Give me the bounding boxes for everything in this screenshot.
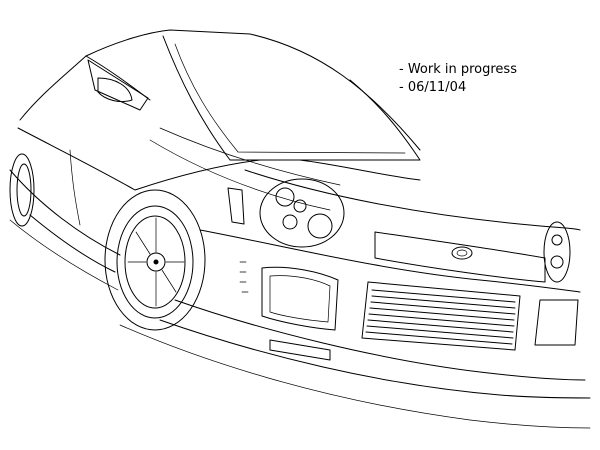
left-headlight-lens-4 [282,214,298,230]
front-wheel-spokes [127,217,185,307]
front-wheel-tire [116,205,194,319]
windshield-inner [174,43,406,154]
front-wheel-hub [146,252,166,272]
left-bumper-vents [239,261,249,293]
door-line [69,149,81,226]
body-side-top [19,55,87,121]
right-headlight-lens-1 [551,234,563,246]
side-window [87,59,149,111]
hood-left-edge [134,159,261,191]
rear-wheel-tire [9,153,35,227]
front-wheel-arch [104,189,206,331]
rear-wheel-rim [16,163,32,217]
mirror [97,77,133,103]
right-headlight-housing [543,221,571,283]
front-wheel-lug [153,259,159,265]
roof-outline [85,29,421,151]
front-splitter [159,319,591,399]
left-headlight-housing [259,178,345,248]
notes-block: - Work in progress - 06/11/04 [399,61,517,97]
windshield-frame [162,35,421,161]
body-side-line [17,127,136,191]
front-wheel-rim [124,215,186,309]
side-marker [227,187,245,225]
emblem-inner [456,249,468,257]
hood-crease-1 [149,139,331,211]
right-headlight-lens-2 [550,255,564,269]
left-headlight-lens-3 [307,213,333,239]
bumper-top [199,229,581,293]
body-side-lower [9,169,121,256]
note-work-in-progress: - Work in progress [399,62,517,77]
lower-air-dam [269,339,331,361]
left-headlight-lens-2 [293,199,307,213]
left-headlight-lens-1 [275,187,295,207]
right-bumper-vent [534,299,579,346]
intercooler-fins [365,289,516,345]
fog-light-inner [269,275,331,323]
bumper-lower-lip [174,299,586,381]
ground-line [119,324,591,429]
side-skirt [29,214,116,273]
intercooler-opening [361,281,521,351]
emblem [451,246,473,260]
fog-light-surround [261,266,339,331]
hood-scoop [299,159,421,181]
upper-grille [374,231,546,283]
hood-crease-2 [159,127,341,186]
rear-ground-line [9,219,119,291]
note-date: - 06/11/04 [399,80,467,95]
